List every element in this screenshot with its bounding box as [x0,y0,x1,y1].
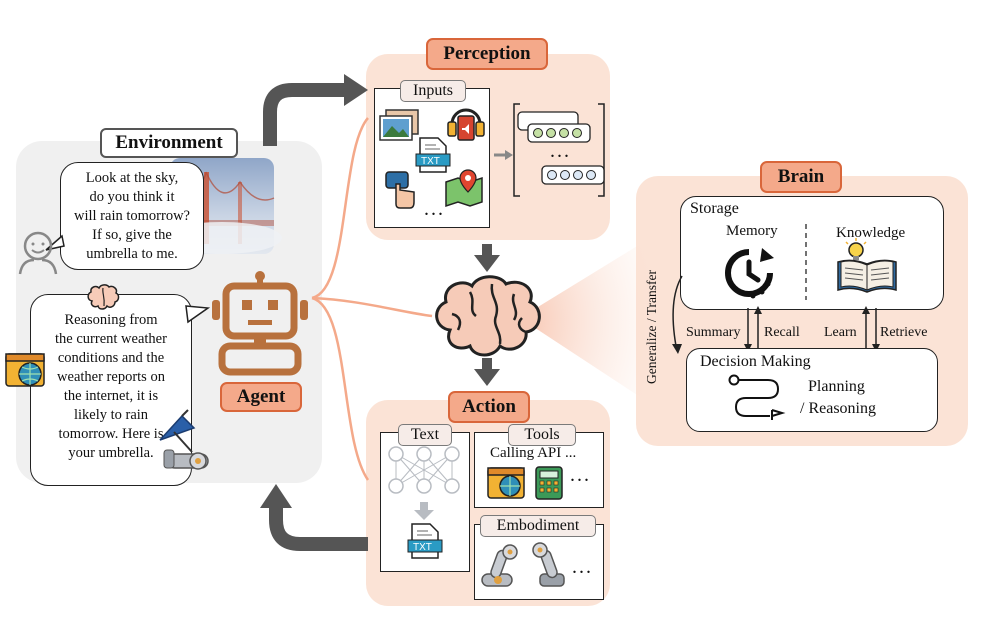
inputs-ellipsis: ... [424,198,445,220]
agent-to-perception-line [311,117,369,300]
decision-making-box [686,348,938,432]
user-question-bubble: Look at the sky, do you think it will ra… [60,162,204,270]
text-document-icon [415,137,451,173]
text-output-label: Text [398,424,452,446]
answer-line-1: Reasoning from [64,312,158,328]
tools-label: Tools [508,424,576,446]
brain-to-action-arrow [474,369,500,386]
token-vector-2 [527,123,591,143]
answer-line-6: likely to rain [73,407,149,423]
robot-arm-icon-2 [532,542,565,587]
answer-bubble-tail [185,305,211,324]
environment-title: Environment [100,128,238,158]
agent-to-action-line [311,296,370,481]
recall-label: Recall [764,325,800,340]
question-line-4: If so, give the [92,227,172,243]
tools-ellipsis: ... [570,464,591,486]
answer-line-7: tomorrow. Here is [58,426,164,442]
agent-robot-icon [212,271,308,376]
token-ellipsis: ... [550,140,571,162]
knowledge-book-icon [837,238,897,293]
action-to-environment-arrow [269,506,368,551]
retrieve-label: Retrieve [880,325,928,340]
action-txt-label: TXT [413,542,432,553]
embodiment-label: Embodiment [480,515,596,537]
question-line-2: do you think it [89,189,175,205]
agent-to-brain-line [311,296,433,318]
user-icon [18,231,58,275]
brain-glow-wedge [520,232,660,410]
answer-line-5: the internet, it is [63,388,159,404]
planning-label: Planning [808,378,865,395]
action-title: Action [448,391,530,423]
calling-api-label: Calling API ... [490,445,577,461]
question-line-1: Look at the sky, [85,170,179,186]
answer-line-8: your umbrella. [68,445,154,461]
brain-icon [435,275,541,357]
perception-txt-label: TXT [421,156,440,167]
question-line-3: will rain tomorrow? [74,208,190,224]
umbrella-robot-arm-icon [159,409,209,470]
brain-title: Brain [760,161,842,193]
knowledge-label: Knowledge [836,225,906,241]
answer-line-2: the current weather [55,331,167,347]
action-to-environment-arrowhead [260,484,292,508]
map-location-icon [445,169,483,208]
perception-to-brain-arrow [474,255,500,272]
calculator-icon [535,466,563,500]
audio-icon [447,108,485,141]
touch-icon [385,171,415,209]
image-icon [379,109,419,141]
text-output-arrow [414,502,434,520]
encode-arrow [494,150,513,160]
environment-to-perception-arrowhead [344,74,368,106]
agent-label: Agent [220,382,302,412]
memory-label: Memory [726,223,778,239]
output-text-document-icon [407,523,443,559]
small-brain-icon [87,284,120,310]
token-bracket [513,103,605,197]
generalize-transfer-label: Generalize / Transfer [644,270,659,384]
storage-label: Storage [690,200,739,217]
perception-title: Perception [426,38,548,70]
environment-to-perception-arrow [263,83,346,146]
question-line-5: umbrella to me. [86,246,178,262]
answer-line-3: conditions and the [57,350,165,366]
storage-box [680,196,944,310]
planning-path-icon [728,374,786,420]
tool-browser-icon [487,467,525,499]
internet-browser-icon [5,353,45,387]
token-vector-3 [541,165,605,185]
reasoning-label: / Reasoning [800,400,876,417]
neural-network-icon [388,446,460,494]
learn-label: Learn [824,325,857,340]
robot-arm-icon-1 [481,544,518,587]
answer-line-4: weather reports on [57,369,165,385]
storage-divider [805,224,807,300]
embodiment-ellipsis: ... [572,556,593,578]
agent-answer-bubble: Reasoning from the current weather condi… [30,294,192,486]
memory-clock-icon [725,248,774,299]
inputs-label: Inputs [400,80,466,102]
summary-label: Summary [686,325,741,340]
decision-making-label: Decision Making [700,353,811,370]
